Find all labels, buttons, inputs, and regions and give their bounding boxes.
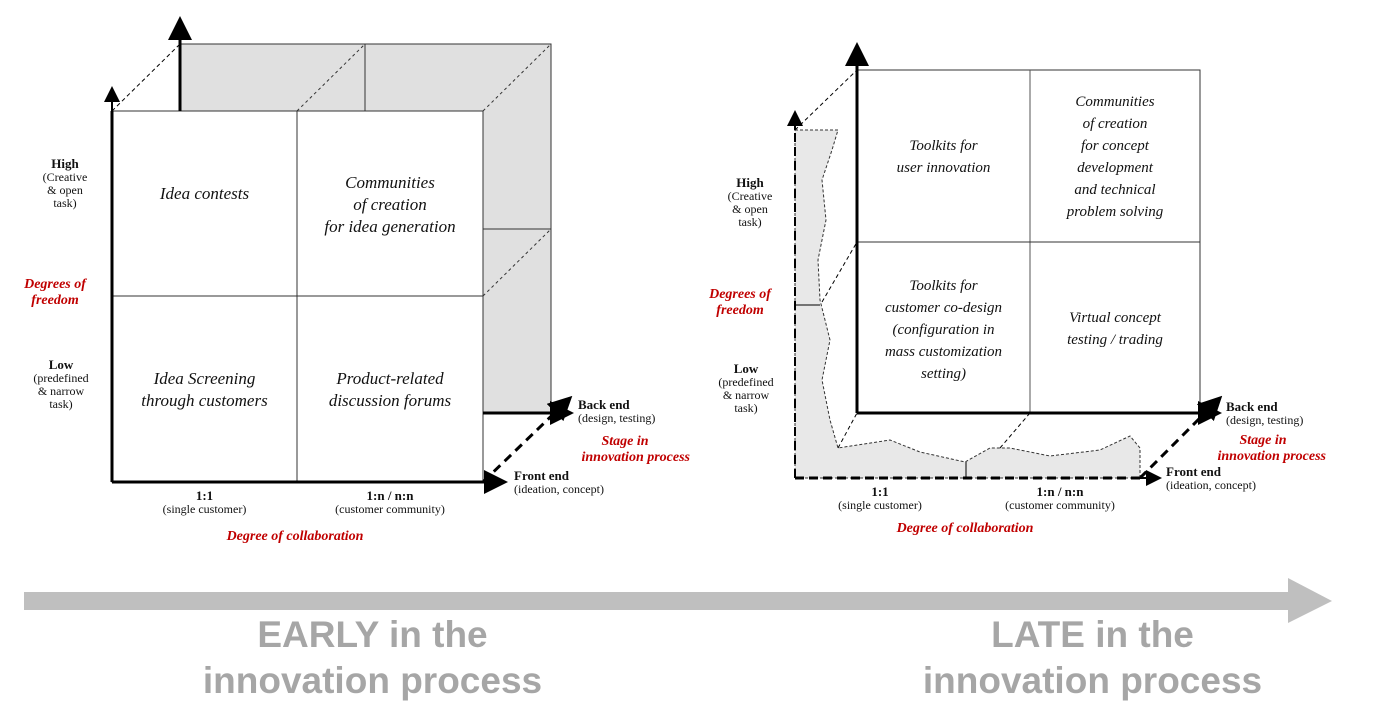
label-line: Degrees of	[709, 287, 771, 302]
cell-toolkits-user-innovation: Toolkits for user innovation	[857, 135, 1030, 179]
early-caption: EARLY in the innovation process	[150, 612, 595, 704]
cell-line: testing / trading	[1067, 332, 1163, 348]
z-back-label: Back end(design, testing)	[578, 397, 656, 425]
label-line: task)	[53, 196, 77, 210]
cell-line: Idea Screening	[153, 369, 256, 388]
label-line: (customer community)	[1005, 498, 1115, 512]
label-line: (design, testing)	[1226, 413, 1304, 427]
cell-line: Virtual concept	[1069, 310, 1161, 326]
cell-line: for idea generation	[324, 217, 456, 236]
z-front-label: Front end(ideation, concept)	[1166, 464, 1256, 492]
cell-line: development	[1077, 160, 1153, 176]
cell-line: discussion forums	[328, 391, 452, 410]
late-cube	[787, 42, 1223, 486]
x-community-label: 1:n / n:n(customer community)	[975, 485, 1145, 512]
y-high-label: High (Creative & open task)	[20, 157, 110, 210]
label-line: Stage in	[601, 434, 649, 449]
label-line: (customer community)	[335, 502, 445, 516]
cell-line: Communities	[345, 173, 435, 192]
cell-line: through customers	[141, 391, 268, 410]
z-axis-arrow	[481, 395, 573, 484]
x-community-label: 1:n / n:n(customer community)	[297, 489, 483, 516]
y-low-label: Low (predefined & narrow task)	[700, 362, 792, 415]
label-line: freedom	[716, 303, 764, 318]
cell-line: (configuration in	[892, 322, 995, 338]
label-line: task)	[738, 215, 762, 229]
label-line: (Creative	[42, 170, 88, 184]
x-single-label: 1:1(single customer)	[800, 485, 960, 512]
label-line: (predefined	[33, 371, 89, 385]
label-line: & narrow	[722, 388, 770, 402]
cell-line: of creation	[353, 195, 427, 214]
label-line: task)	[734, 401, 758, 415]
cell-line: for concept	[1081, 138, 1149, 154]
cell-line: and technical	[1074, 182, 1156, 198]
late-caption: LATE in the innovation process	[870, 612, 1315, 704]
label-line: (design, testing)	[578, 411, 656, 425]
y-axis-title: Degrees of freedom	[5, 277, 105, 309]
caption-line: innovation process	[922, 660, 1263, 701]
cell-line: user innovation	[896, 160, 991, 176]
caption-line: innovation process	[202, 660, 543, 701]
cell-line: Toolkits for	[909, 138, 978, 154]
z-axis-title: Stage in innovation process	[540, 434, 690, 466]
cell-line: mass customization	[884, 344, 1003, 360]
cell-line: Product-related	[336, 369, 444, 388]
cell-line: Toolkits for	[909, 278, 978, 294]
label-line: & open	[47, 183, 83, 197]
cell-line: Communities	[1075, 94, 1155, 110]
y-axis-title: Degrees of freedom	[690, 287, 790, 319]
x-axis-title: Degree of collaboration	[896, 521, 1034, 536]
label-line: Stage in	[1239, 433, 1287, 448]
z-axis-title: Stage in innovation process	[1180, 433, 1326, 465]
caption-line: EARLY in the	[257, 614, 488, 655]
y-high-label: High (Creative & open task)	[705, 176, 795, 229]
z-back-label: Back end(design, testing)	[1226, 399, 1304, 427]
z-front-label: Front end(ideation, concept)	[514, 468, 604, 496]
label-line: (ideation, concept)	[1166, 478, 1256, 492]
label-line: (single customer)	[162, 502, 247, 516]
cell-virtual-concept-testing: Virtual concept testing / trading	[1030, 307, 1200, 351]
cell-line: problem solving	[1066, 204, 1164, 220]
cell-discussion-forums: Product-related discussion forums	[297, 368, 483, 412]
cell-idea-screening: Idea Screening through customers	[112, 368, 297, 412]
label-line: innovation process	[581, 450, 690, 465]
label-line: (single customer)	[838, 498, 922, 512]
caption-line: LATE in the	[991, 614, 1194, 655]
label-line: & open	[732, 202, 768, 216]
y-low-label: Low (predefined & narrow task)	[15, 358, 107, 411]
x-axis-title: Degree of collaboration	[226, 529, 364, 544]
cell-toolkits-co-design: Toolkits for customer co-design (configu…	[857, 275, 1030, 385]
label-line: task)	[49, 397, 73, 411]
cell-line: of creation	[1082, 116, 1148, 132]
cell-communities-idea: Communities of creation for idea generat…	[297, 172, 483, 238]
cell-idea-contests: Idea contests	[159, 184, 250, 203]
cell-line: setting)	[921, 366, 966, 382]
early-cube	[104, 16, 574, 494]
label-line: freedom	[31, 293, 79, 308]
label-line: (predefined	[718, 375, 774, 389]
label-line: innovation process	[1217, 449, 1326, 464]
label-line: Degrees of	[24, 277, 86, 292]
label-line: (ideation, concept)	[514, 482, 604, 496]
timeline-arrow	[24, 578, 1332, 623]
cell-line: customer co-design	[884, 300, 1003, 316]
label-line: & narrow	[37, 384, 85, 398]
x-single-label: 1:1(single customer)	[112, 489, 297, 516]
shaded-region	[794, 129, 1141, 479]
label-line: (Creative	[727, 189, 773, 203]
cell-communities-concept: Communities of creation for concept deve…	[1030, 91, 1200, 223]
